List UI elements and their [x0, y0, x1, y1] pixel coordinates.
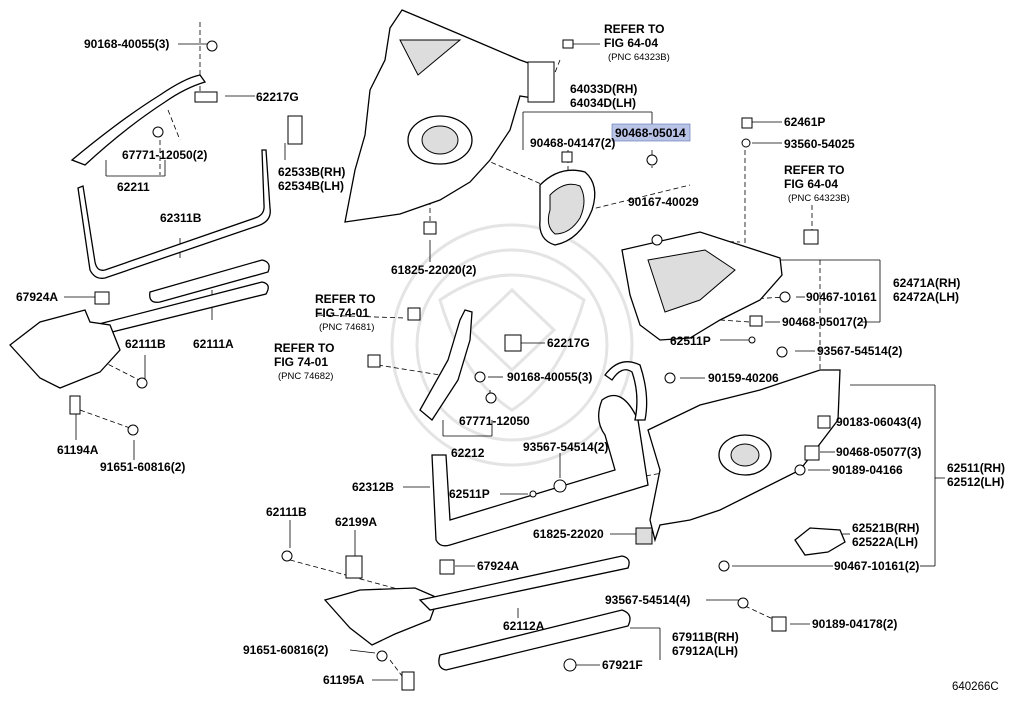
- label-62111b-b[interactable]: 62111B: [266, 505, 307, 519]
- label-90159-40206[interactable]: 90159-40206: [708, 371, 779, 385]
- label-67921f[interactable]: 67921F: [602, 658, 643, 672]
- label-90467-10161[interactable]: 90467-10161: [806, 290, 877, 304]
- label-pnc-74682[interactable]: (PNC 74682): [278, 371, 333, 382]
- part-scuff-plate-67911B[interactable]: [438, 609, 631, 671]
- part-front-pillar-garnish-62211[interactable]: [70, 74, 207, 166]
- label-62511-rh[interactable]: 62511(RH): [947, 461, 1005, 475]
- label-62472a-lh[interactable]: 62472A(LH): [893, 290, 959, 304]
- label-62461p[interactable]: 62461P: [784, 115, 825, 129]
- label-67924a[interactable]: 67924A: [16, 290, 58, 304]
- label-62112a[interactable]: 62112A: [503, 619, 545, 633]
- label-refer-to-b[interactable]: REFER TO: [784, 163, 844, 177]
- label-fig-74-01-b[interactable]: FIG 74-01: [274, 355, 328, 369]
- label-91651-60816-2[interactable]: 91651-60816(2): [100, 460, 185, 474]
- label-90168-40055-3[interactable]: 90168-40055(3): [84, 37, 169, 51]
- part-cowl-side-trim-62111B[interactable]: [9, 309, 121, 389]
- label-62199a[interactable]: 62199A: [335, 515, 377, 529]
- label-90467-10161-2[interactable]: 90467-10161(2): [834, 559, 919, 573]
- part-speaker-grille-64033D[interactable]: [539, 169, 596, 246]
- label-93567-54514-2-b[interactable]: 93567-54514(2): [523, 440, 608, 454]
- label-62534b-lh[interactable]: 62534B(LH): [278, 179, 344, 193]
- part-quarter-window-garnish-62471A[interactable]: [621, 231, 783, 341]
- label-62511p-b[interactable]: 62511P: [449, 487, 490, 501]
- label-64033d-rh[interactable]: 64033D(RH): [570, 82, 637, 96]
- label-67771-12050-2[interactable]: 67771-12050(2): [122, 148, 207, 162]
- label-62111a[interactable]: 62111A: [193, 337, 234, 351]
- label-62217g-b[interactable]: 62217G: [547, 336, 590, 350]
- label-90468-05014[interactable]: 90468-05014: [615, 126, 686, 140]
- label-90167-40029[interactable]: 90167-40029: [628, 195, 699, 209]
- label-62521b-rh[interactable]: 62521B(RH): [852, 521, 919, 535]
- label-fig-74-01-a[interactable]: FIG 74-01: [315, 306, 369, 320]
- part-labels[interactable]: 90168-40055(3) 62217G 67771-12050(2) 622…: [16, 22, 1005, 693]
- part-bracket-62521B[interactable]: [794, 527, 846, 556]
- label-62522a-lh[interactable]: 62522A(LH): [852, 535, 918, 549]
- label-64034d-lh[interactable]: 64034D(LH): [570, 96, 636, 110]
- label-93560-54025[interactable]: 93560-54025: [784, 137, 855, 151]
- part-scuff-plate-62112A[interactable]: [418, 555, 630, 611]
- label-62211[interactable]: 62211: [117, 180, 150, 194]
- label-62511p-a[interactable]: 62511P: [670, 334, 711, 348]
- part-pillar-garnish-62212[interactable]: [419, 309, 473, 421]
- label-61825-22020-2[interactable]: 61825-22020(2): [391, 263, 476, 277]
- diagram-id: 640266C: [952, 681, 999, 693]
- label-62212[interactable]: 62212: [451, 446, 485, 460]
- label-refer-to-c[interactable]: REFER TO: [315, 292, 375, 306]
- part-weatherstrip-62312B[interactable]: [431, 361, 649, 547]
- watermark-emblem: [390, 223, 634, 467]
- label-90468-04147-2[interactable]: 90468-04147(2): [530, 136, 615, 150]
- label-67912a-lh[interactable]: 67912A(LH): [672, 644, 738, 658]
- fasteners[interactable]: [69, 39, 831, 691]
- label-67924a-b[interactable]: 67924A: [477, 559, 519, 573]
- part-cowl-trim-62111B-lower[interactable]: [323, 587, 439, 646]
- label-90189-04166[interactable]: 90189-04166: [832, 463, 903, 477]
- label-61195a[interactable]: 61195A: [323, 673, 365, 687]
- label-refer-to-d[interactable]: REFER TO: [274, 341, 334, 355]
- label-62217g[interactable]: 62217G: [256, 90, 299, 104]
- label-pnc-64323b-b[interactable]: (PNC 64323B): [788, 193, 850, 204]
- highlighted-part-box: [611, 123, 691, 142]
- label-90183-06043-4[interactable]: 90183-06043(4): [836, 415, 921, 429]
- label-62111b[interactable]: 62111B: [125, 337, 166, 351]
- label-refer-to-a[interactable]: REFER TO: [604, 22, 664, 36]
- label-90189-04178-2[interactable]: 90189-04178(2): [812, 617, 897, 631]
- part-quarter-trim-lower-62511[interactable]: [635, 369, 841, 545]
- label-90168-40055-3-b[interactable]: 90168-40055(3): [507, 370, 592, 384]
- label-90468-05077-3[interactable]: 90468-05077(3): [836, 445, 921, 459]
- label-67771-12050[interactable]: 67771-12050: [459, 414, 530, 428]
- label-61825-22020[interactable]: 61825-22020: [533, 527, 604, 541]
- part-scuff-plate-62111A[interactable]: [94, 259, 270, 336]
- label-90468-05017-2[interactable]: 90468-05017(2): [782, 315, 867, 329]
- part-door-weatherstrip-62311B[interactable]: [77, 149, 271, 279]
- label-67911b-rh[interactable]: 67911B(RH): [672, 630, 739, 644]
- label-91651-60816-2-b[interactable]: 91651-60816(2): [243, 643, 328, 657]
- label-62512-lh[interactable]: 62512(LH): [947, 475, 1004, 489]
- label-93567-54514-2-a[interactable]: 93567-54514(2): [817, 344, 902, 358]
- part-quarter-trim-upper[interactable]: [344, 9, 549, 223]
- label-61194a[interactable]: 61194A: [57, 443, 99, 457]
- label-93567-54514-4[interactable]: 93567-54514(4): [605, 593, 690, 607]
- label-fig-64-04-b[interactable]: FIG 64-04: [784, 177, 838, 191]
- label-fig-64-04-a[interactable]: FIG 64-04: [604, 36, 658, 50]
- label-62311b[interactable]: 62311B: [160, 211, 202, 225]
- label-62533b-rh[interactable]: 62533B(RH): [278, 165, 345, 179]
- label-pnc-64323b-a[interactable]: (PNC 64323B): [608, 52, 670, 63]
- label-pnc-74681[interactable]: (PNC 74681): [319, 322, 374, 333]
- label-62312b[interactable]: 62312B: [352, 480, 394, 494]
- label-62471a-rh[interactable]: 62471A(RH): [893, 276, 960, 290]
